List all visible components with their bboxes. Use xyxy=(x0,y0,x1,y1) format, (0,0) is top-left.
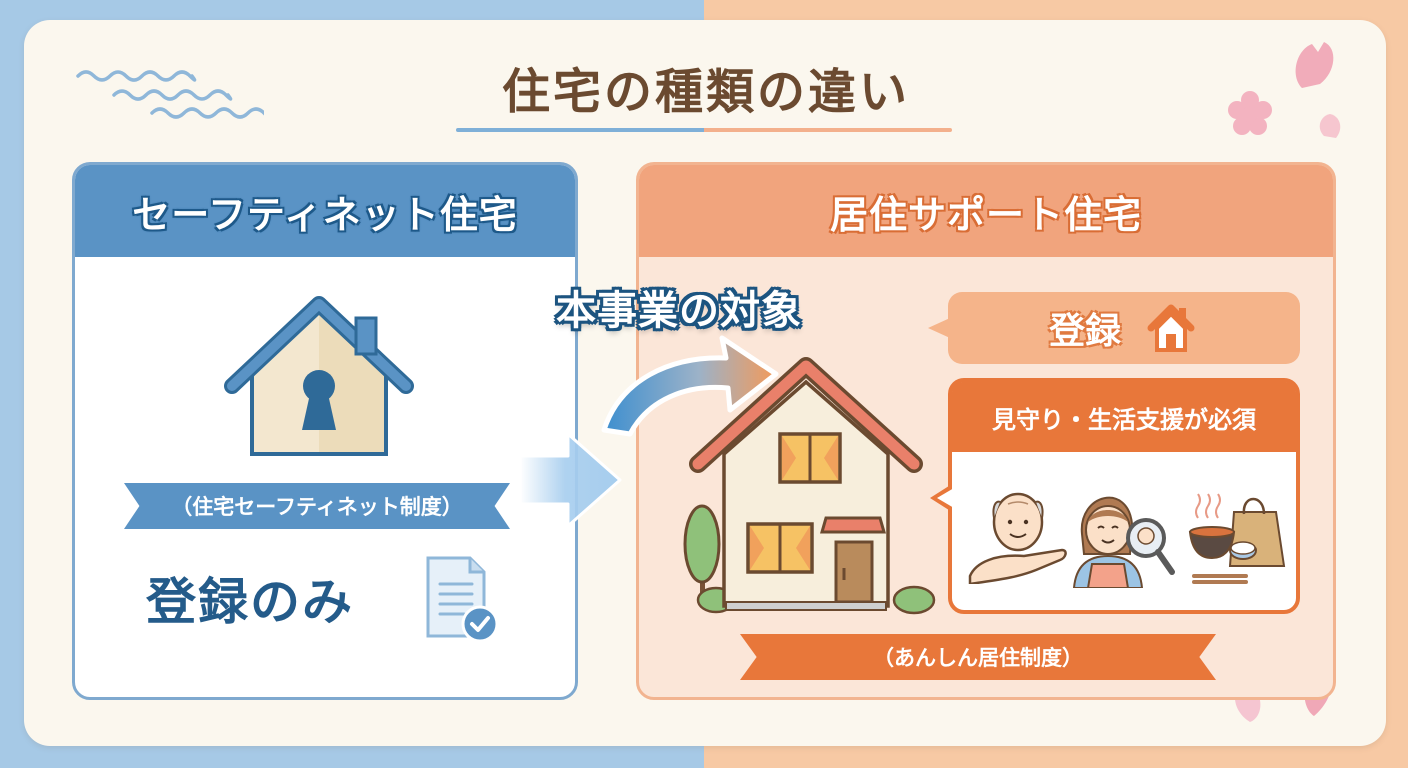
support-title: 見守り・生活支援が必須 xyxy=(952,382,1296,452)
safety-net-housing-panel: セーフティネット住宅 xyxy=(72,162,578,700)
sakura-petals-icon xyxy=(1228,42,1341,138)
anshin-system-ribbon: （あんしん居住制度） xyxy=(740,634,1216,680)
wave-lines-icon xyxy=(76,70,264,119)
safety-net-system-ribbon: （住宅セーフティネット制度） xyxy=(124,483,510,529)
page-title: 住宅の種類の違い xyxy=(501,64,910,120)
elderly-person-in-hand-icon xyxy=(968,492,1067,584)
right-arrow-icon xyxy=(520,432,622,528)
meal-and-shopping-bag-icon xyxy=(1188,493,1286,584)
title-underline xyxy=(456,128,952,132)
registration-bubble: 登録 xyxy=(928,292,1300,364)
curved-arrow-icon xyxy=(601,335,779,437)
registration-label: 登録 xyxy=(1048,311,1121,352)
panel-header: セーフティネット住宅 xyxy=(75,165,575,257)
two-story-house-icon xyxy=(683,357,936,615)
house-icon xyxy=(1147,304,1195,352)
project-target-label: 本事業の対象 xyxy=(556,288,802,334)
panel-title: 居住サポート住宅 xyxy=(829,192,1142,237)
caregiver-with-magnifier-icon xyxy=(1072,496,1175,588)
registration-only-text: 登録のみ xyxy=(146,573,354,631)
document-check-icon xyxy=(426,556,499,643)
panel-header: 居住サポート住宅 xyxy=(639,165,1333,257)
panel-title: セーフティネット住宅 xyxy=(132,192,518,237)
house-with-keyhole-icon xyxy=(224,296,414,456)
